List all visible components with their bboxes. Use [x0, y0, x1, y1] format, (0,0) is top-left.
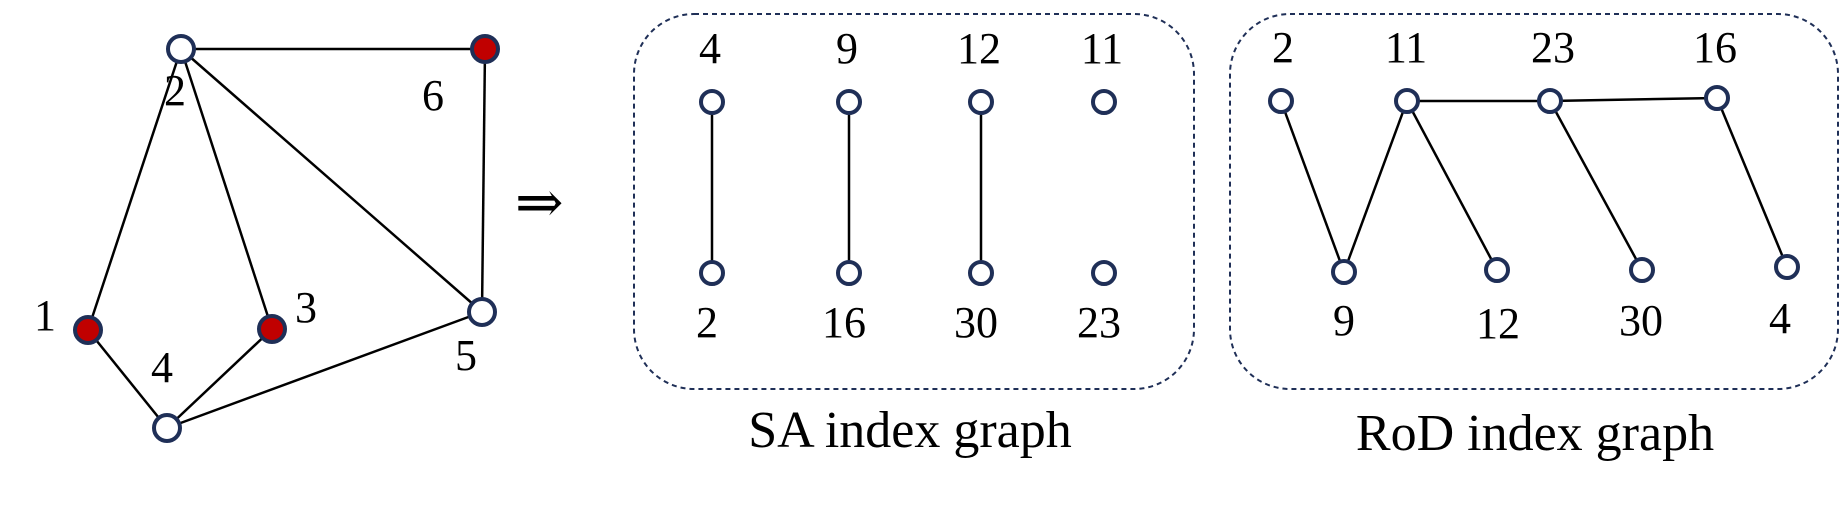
graph-edge	[179, 48, 274, 330]
sa-node-label: 9	[836, 24, 858, 73]
sa-node-label: 4	[699, 24, 721, 73]
rod-node	[1331, 259, 1357, 285]
graph-node-label: 5	[455, 331, 477, 380]
rod-node	[1774, 254, 1800, 280]
edges-layer	[86, 47, 1789, 430]
graph-node	[257, 314, 287, 344]
graph-node	[73, 315, 103, 345]
graph-edge	[166, 310, 483, 430]
sa-node-label: 12	[957, 24, 1001, 73]
rod-node-label: 30	[1619, 296, 1663, 345]
graph-node	[152, 413, 182, 443]
rod-node-label: 2	[1272, 23, 1294, 72]
rod-node-label: 23	[1531, 23, 1575, 72]
rod-node	[1704, 85, 1730, 111]
sa-node	[836, 260, 862, 286]
sa-node-label: 16	[822, 298, 866, 347]
rod-node-label: 9	[1333, 296, 1355, 345]
graph-node-label: 6	[422, 71, 444, 120]
sa-index-caption: SA index graph	[748, 402, 1072, 459]
graph-node	[467, 297, 497, 327]
rod-edge	[1549, 96, 1718, 103]
rod-index-caption: RoD index graph	[1356, 405, 1714, 462]
sa-node	[968, 89, 994, 115]
graph-node	[166, 34, 196, 64]
transform-arrow: ⇒	[515, 170, 564, 235]
graph-edge	[86, 48, 183, 331]
rod-index-panel	[1229, 13, 1839, 390]
sa-node-label: 30	[954, 298, 998, 347]
graph-edge	[166, 328, 273, 429]
rod-node-label: 4	[1769, 294, 1791, 343]
sa-node-label: 2	[696, 298, 718, 347]
rod-node-label: 16	[1693, 23, 1737, 72]
rod-node	[1629, 257, 1655, 283]
rod-node	[1537, 88, 1563, 114]
sa-node-label: 11	[1081, 24, 1123, 73]
rod-edge	[1715, 97, 1789, 268]
rod-edge	[1405, 100, 1499, 271]
graph-node-label: 4	[151, 343, 173, 392]
rod-node-label: 11	[1385, 23, 1427, 72]
rod-node-label: 12	[1476, 299, 1520, 348]
sa-node-label: 23	[1077, 298, 1121, 347]
rod-node	[1394, 88, 1420, 114]
graph-node-label: 2	[164, 66, 186, 115]
graph-edge	[87, 329, 168, 429]
graph-node	[470, 34, 500, 64]
sa-node	[699, 260, 725, 286]
rod-node	[1484, 257, 1510, 283]
graph-node-label: 1	[34, 291, 56, 340]
graph-edge	[480, 48, 487, 313]
graph-node-label: 3	[295, 283, 317, 332]
graph-edge	[180, 48, 483, 313]
sa-node	[699, 89, 725, 115]
sa-node	[968, 260, 994, 286]
nodes-layer	[73, 34, 1800, 443]
sa-index-panel	[633, 13, 1195, 390]
sa-node	[1091, 260, 1117, 286]
sa-node	[1091, 89, 1117, 115]
rod-edge	[1279, 100, 1346, 273]
rod-node	[1268, 88, 1294, 114]
rod-edge	[1548, 100, 1644, 271]
rod-edge	[1342, 100, 1409, 273]
sa-node	[836, 89, 862, 115]
